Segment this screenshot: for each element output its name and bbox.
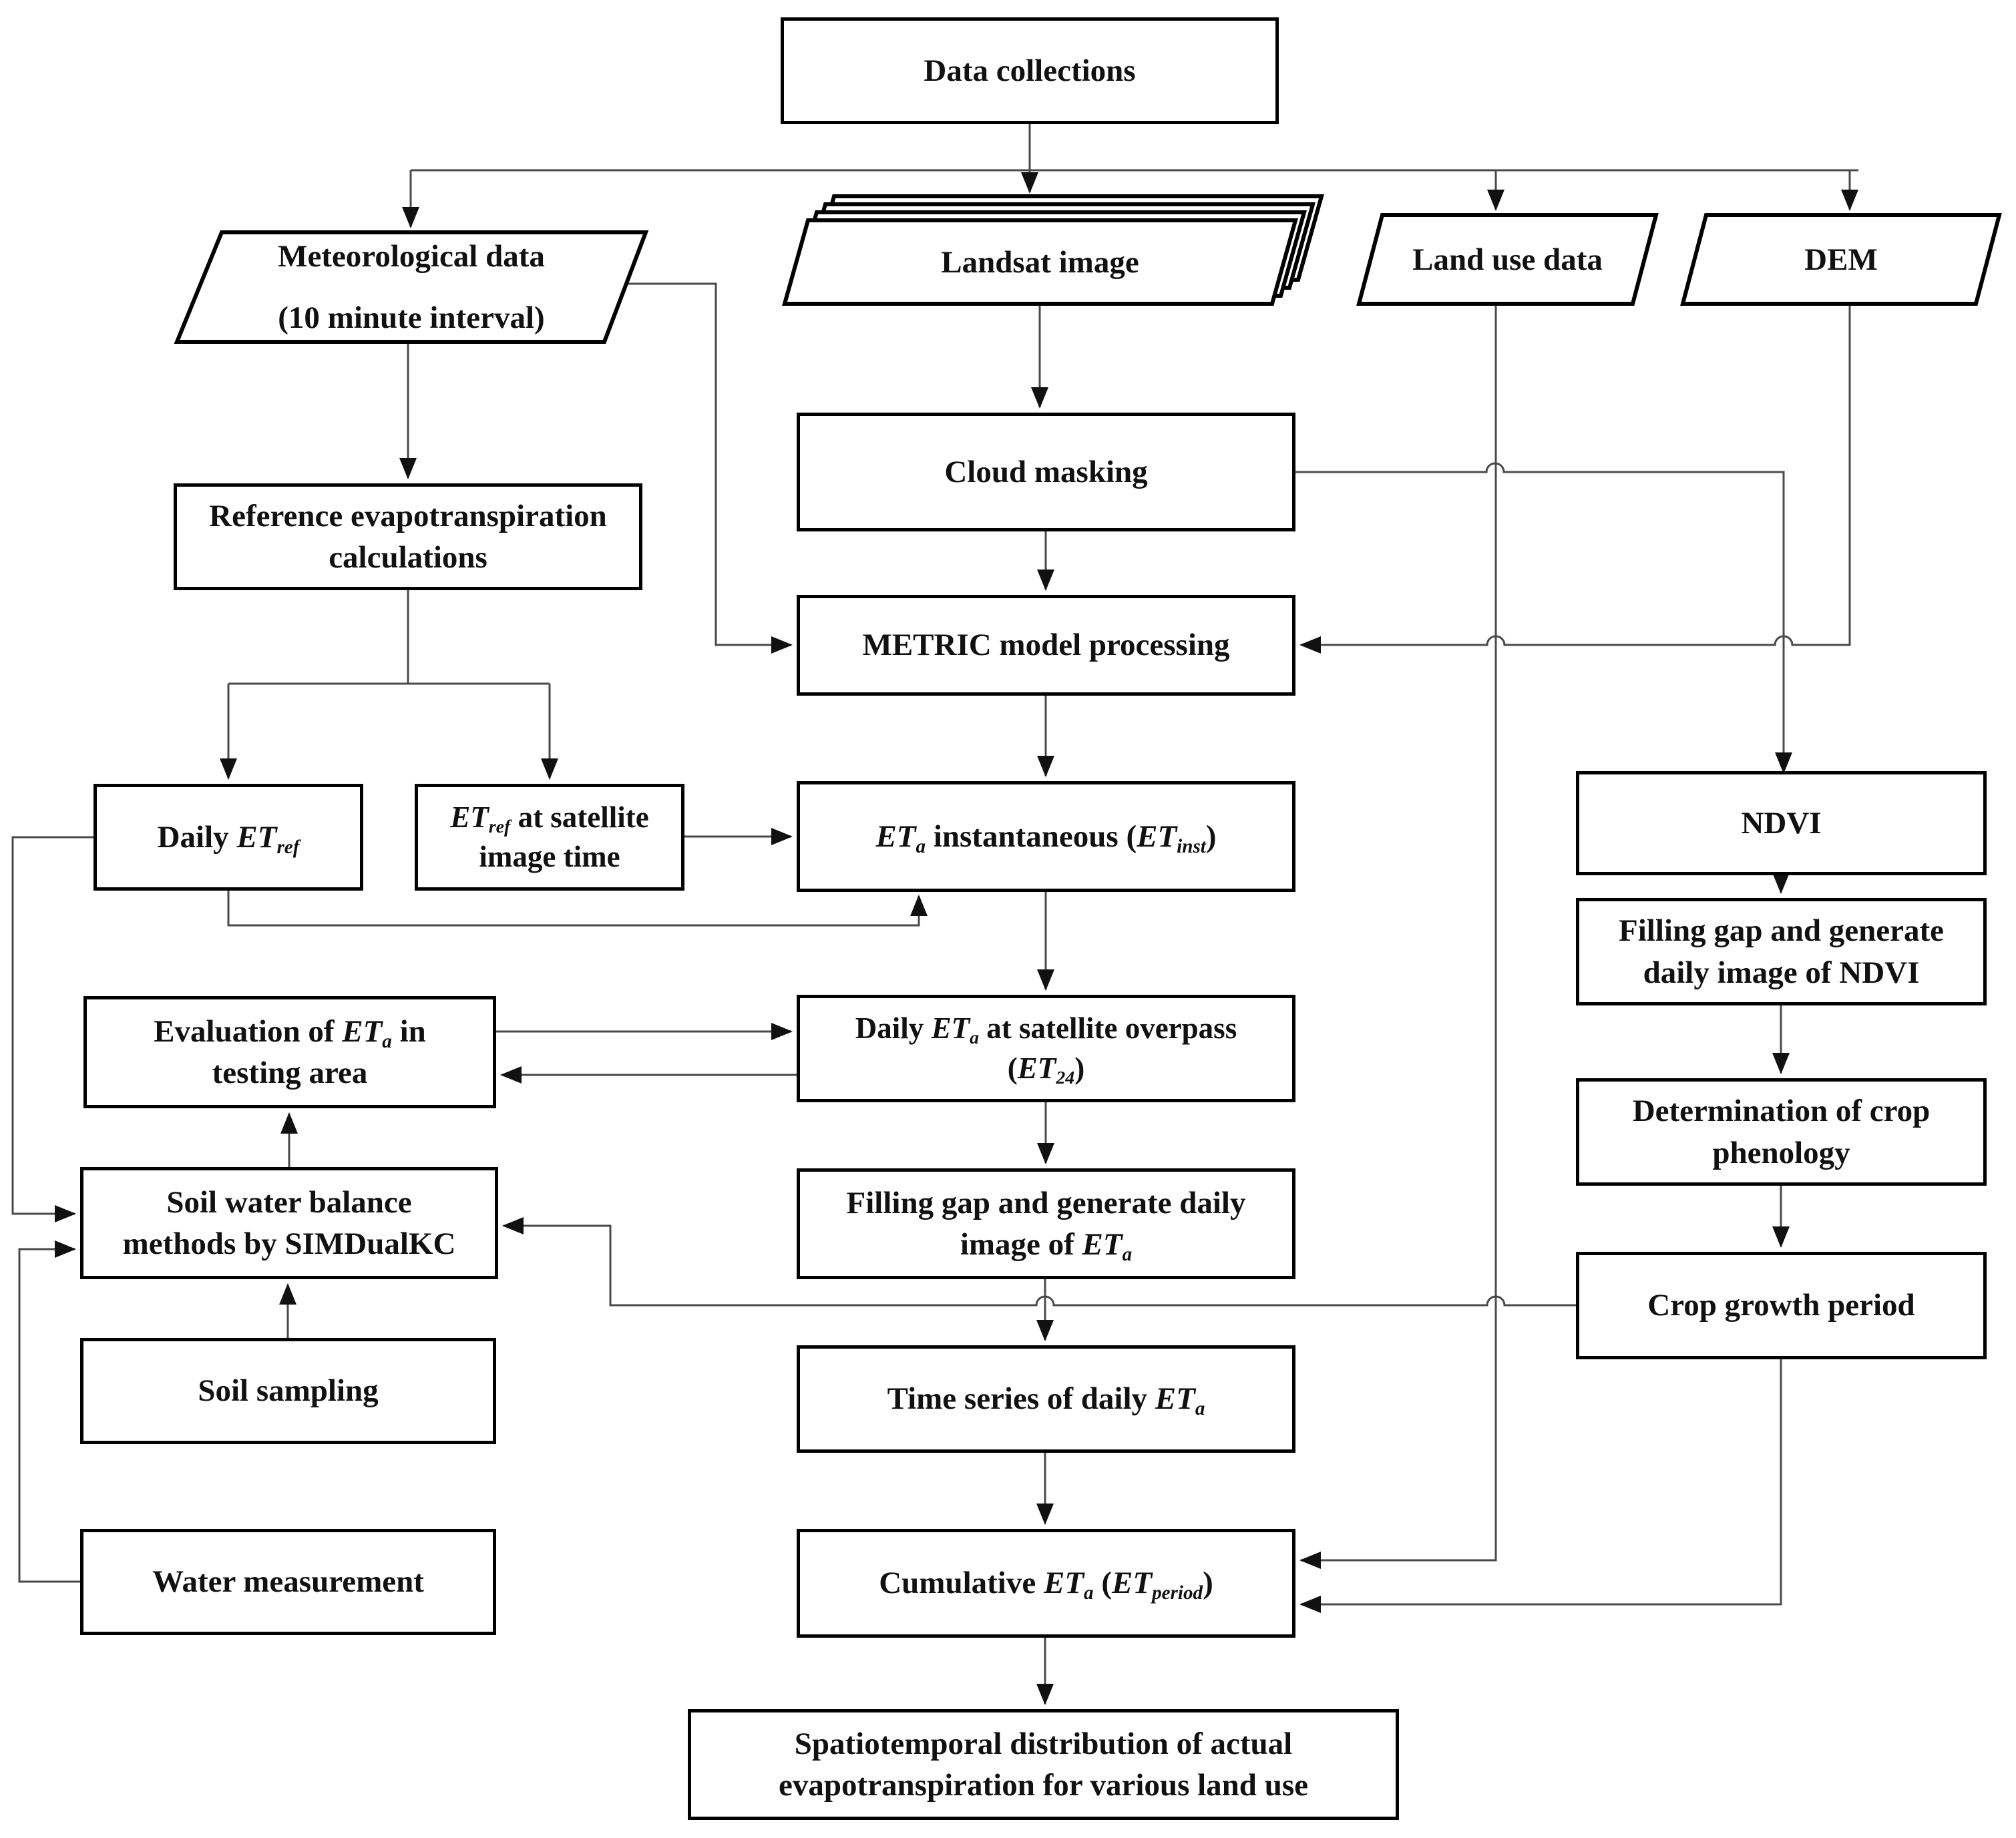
node-metric-model-processing: METRIC model processing xyxy=(797,595,1295,696)
connector-landuse-cumulative xyxy=(1299,304,1497,1569)
node-crop-growth-period: Crop growth period xyxy=(1576,1252,1987,1359)
node-time-series-eta: Time series of daily ETa xyxy=(797,1345,1295,1453)
node-daily-eta-overpass: Daily ETa at satellite overpass(ET24) xyxy=(797,995,1295,1102)
node-data-collections: Data collections xyxy=(781,17,1279,124)
node-water-measurement: Water measurement xyxy=(80,1529,496,1635)
node-daily-etref: Daily ETref xyxy=(93,784,363,891)
node-cumulative-eta: Cumulative ETa (ETperiod) xyxy=(797,1529,1295,1638)
node-ndvi: NDVI xyxy=(1576,771,1987,875)
connector-cropgrowth-soilwater xyxy=(502,1217,1576,1307)
connector-meteo-metric xyxy=(626,282,793,654)
connector-dailyetref-soilwater xyxy=(11,836,93,1222)
connector-referenceet-split xyxy=(228,590,550,685)
shape-landuse-parallelogram xyxy=(1356,213,1659,306)
node-soil-sampling: Soil sampling xyxy=(80,1338,496,1444)
node-cloud-masking: Cloud masking xyxy=(797,413,1295,531)
connector-cropgrowth-cumulative xyxy=(1299,1359,1782,1613)
shape-landsat-parallelogram xyxy=(782,218,1298,306)
connector-cloudmasking-ndvi xyxy=(1295,462,1792,774)
connector-dailyetref-etainst xyxy=(227,891,928,927)
connector-dem-metric xyxy=(1299,304,1851,654)
node-eta-instantaneous: ETa instantaneous (ETinst) xyxy=(797,781,1295,892)
connector-watermeasurement-soilwater xyxy=(18,1240,80,1583)
shape-dem-parallelogram xyxy=(1680,213,2002,306)
shape-meteorological-parallelogram xyxy=(174,230,649,344)
